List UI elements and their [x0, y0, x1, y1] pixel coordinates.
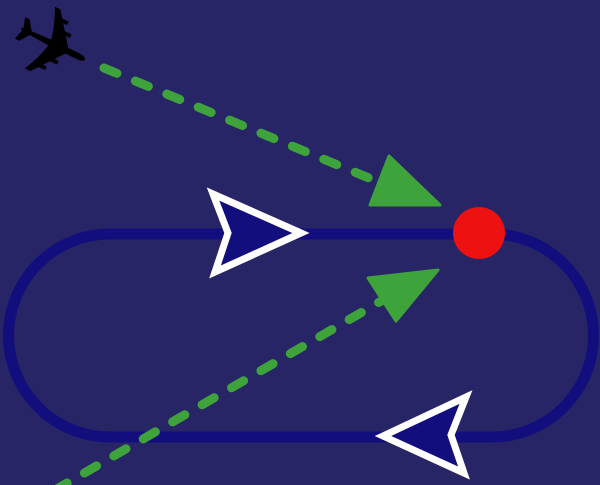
course-arrow-right-icon [206, 187, 310, 279]
course-arrow-left-icon [374, 390, 473, 480]
entry-arrowhead-lower-icon [366, 268, 440, 323]
entry-leg-upper [99, 63, 386, 188]
entry-arrowhead-upper-icon [368, 154, 442, 207]
entry-leg-lower [54, 295, 388, 485]
holding-fix-marker [453, 207, 505, 259]
racetrack-course [3, 228, 599, 443]
